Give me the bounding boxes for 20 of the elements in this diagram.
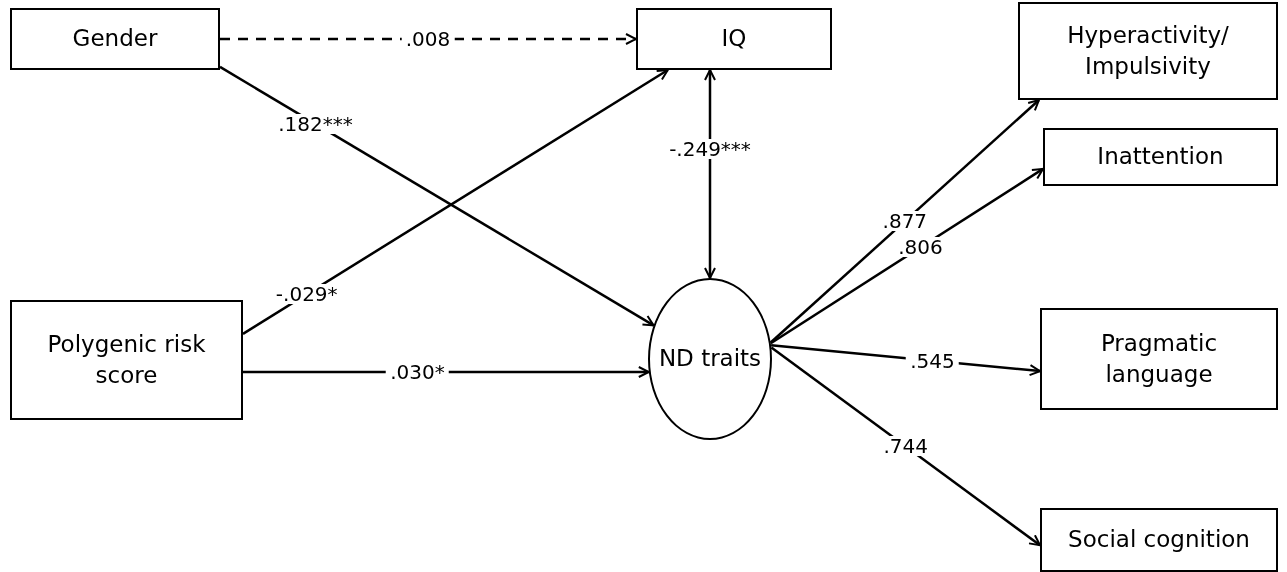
node-label: Polygenic risk score (46, 329, 207, 390)
node-label: Hyperactivity/ Impulsivity (1066, 20, 1230, 81)
node-label: ND traits (657, 344, 763, 374)
dashed-arrow (220, 33, 637, 45)
edge-label: .030* (386, 362, 449, 382)
variable-box (10, 300, 243, 420)
variable-box (1018, 2, 1278, 100)
arrow (770, 346, 1041, 547)
variable-box (1040, 308, 1278, 410)
node-label: Inattention (1096, 142, 1225, 172)
node-label: Gender (71, 24, 159, 54)
variable-box (10, 8, 220, 70)
node-label: IQ (720, 24, 748, 54)
node-label: Pragmatic language (1099, 328, 1219, 389)
arrow (704, 69, 716, 279)
arrow (770, 167, 1044, 345)
variable-box (1043, 128, 1278, 186)
variable-box (636, 8, 832, 70)
variable-box (1040, 508, 1278, 572)
node-label: Social cognition (1067, 525, 1251, 555)
